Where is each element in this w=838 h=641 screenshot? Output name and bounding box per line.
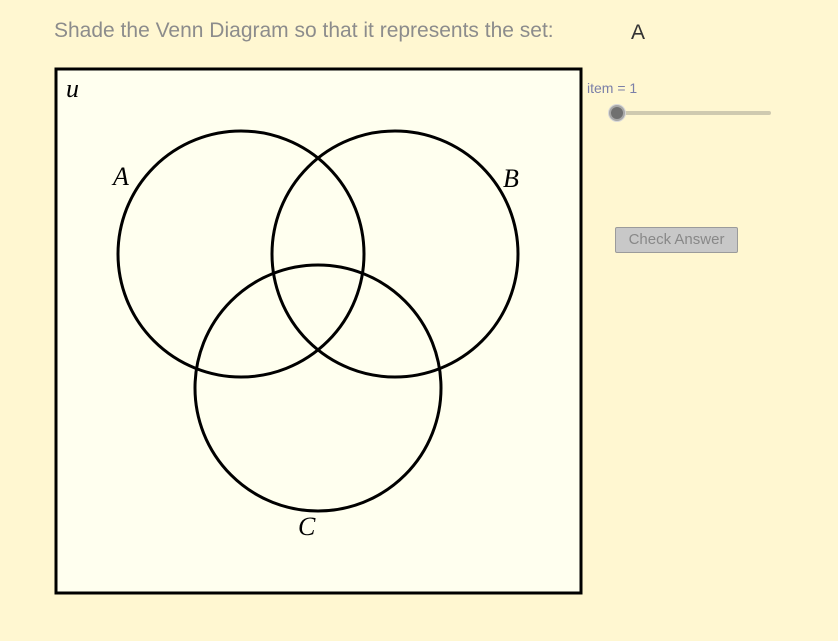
instruction-text: Shade the Venn Diagram so that it repres… <box>54 19 554 42</box>
set-c-circle[interactable] <box>193 263 443 513</box>
item-slider-handle[interactable] <box>609 105 625 121</box>
universal-set-rectangle[interactable] <box>54 67 583 595</box>
item-slider-track[interactable] <box>617 111 771 115</box>
set-b-circle[interactable] <box>270 129 520 379</box>
universe-label: u <box>66 74 79 103</box>
target-set-text: A <box>631 21 646 44</box>
check-answer-button[interactable]: Check Answer <box>615 227 738 253</box>
set-a-label: A <box>111 162 129 191</box>
item-slider-label: item = 1 <box>587 80 638 96</box>
set-b-label: B <box>503 164 519 193</box>
set-a-circle[interactable] <box>116 129 366 379</box>
set-c-label: C <box>298 512 316 541</box>
